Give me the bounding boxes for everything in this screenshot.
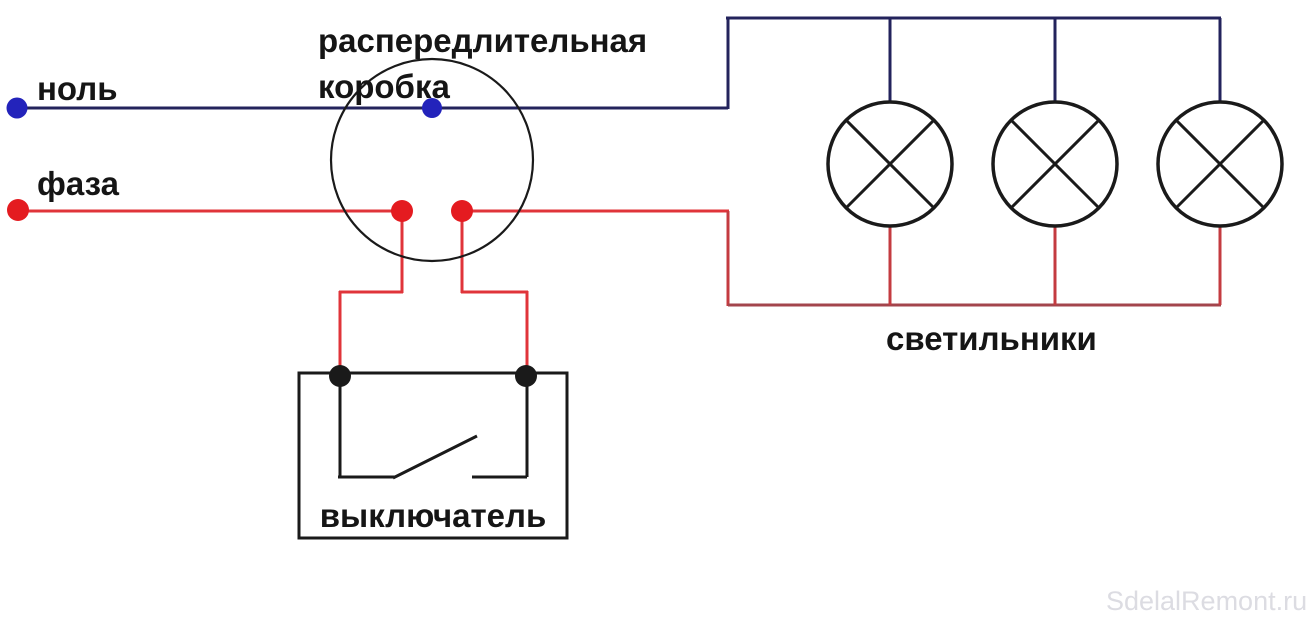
lamp-3-cross-b [1174,118,1266,210]
phase-lamp-returns [888,225,1222,305]
lamp-1-cross-b [844,118,936,210]
switch-terminal-dot-right [515,365,537,387]
lamp-2-circle [991,100,1119,228]
lamp-2-cross-b [1009,118,1101,210]
watermark-text: SdelalRemont.ru [1106,586,1308,616]
lamp-icon-2 [991,100,1119,228]
neutral-source-dot [6,97,28,119]
switch-terminal-dot-left [329,365,351,387]
distribution-box-label: распередлительная коробка [318,22,648,105]
switch-body [297,371,569,540]
lamp-1-circle [826,100,954,228]
switch-icon [297,371,569,540]
neutral-junction-dot [422,98,442,118]
lamp-icon-3 [1156,100,1284,228]
phase-label: фаза [37,165,119,202]
switch-blade-open [392,434,478,480]
lamp-icon-1 [826,100,954,228]
lamps-label: светильники [886,320,1097,357]
phase-source-dot [7,199,29,221]
phase-wire [18,209,729,376]
phase-junction-dot-left [391,200,413,222]
phase-junction-dot-right [451,200,473,222]
lamp-3-circle [1156,100,1284,228]
switch-label: выключатель [319,497,547,534]
neutral-label: ноль [37,70,118,107]
neutral-wire [17,16,1222,110]
distribution-box-icon [329,57,535,263]
